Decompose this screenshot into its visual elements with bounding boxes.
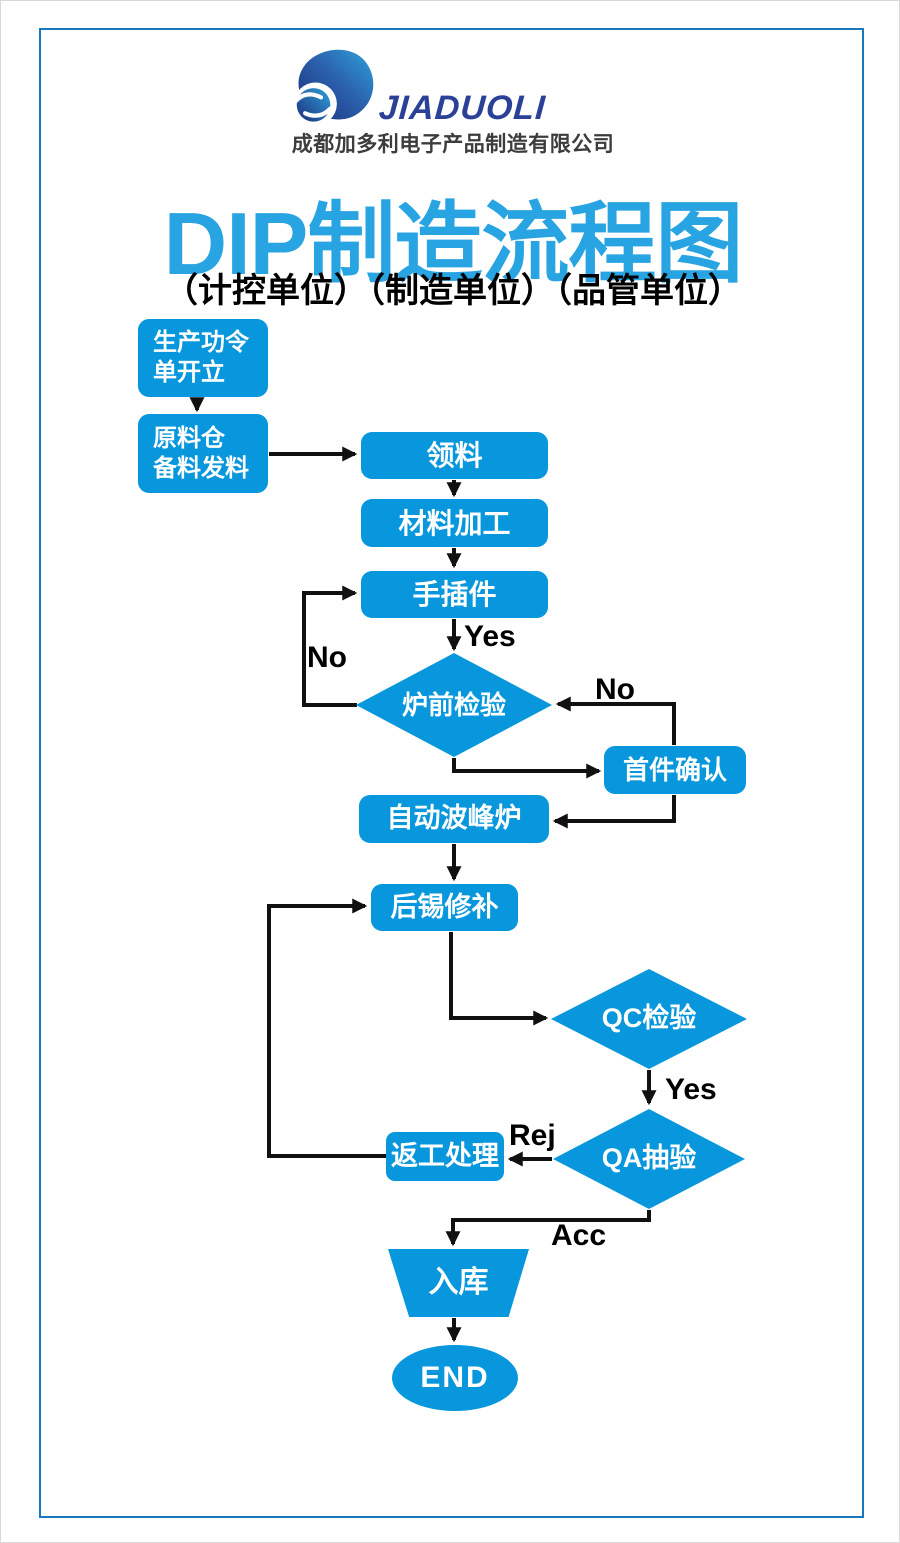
node-solder-touch-up: 后锡修补 xyxy=(371,884,518,931)
edge-label-acc: Acc xyxy=(551,1219,607,1252)
edge-label-no-left: No xyxy=(307,641,347,674)
edge-label-yes-qc: Yes xyxy=(665,1073,717,1106)
node-pick-material: 领料 xyxy=(361,432,548,479)
node-wave-solder: 自动波峰炉 xyxy=(359,795,549,843)
node-end: END xyxy=(392,1345,518,1411)
node-hand-insert: 手插件 xyxy=(361,571,548,618)
company-name: 成都加多利电子产品制造有限公司 xyxy=(291,133,615,156)
edge-label-no-first-article: No xyxy=(595,673,635,706)
page-title: DIP制造流程图 xyxy=(163,194,744,293)
node-material-processing: 材料加工 xyxy=(361,499,548,547)
edge-label-yes-hand-insert: Yes xyxy=(464,620,516,653)
node-production-order: 生产功令 单开立 xyxy=(138,319,268,397)
node-first-article-confirm: 首件确认 xyxy=(604,746,746,794)
page-subtitle: （计控单位）（制造单位）（品管单位） xyxy=(164,272,742,310)
node-rework: 返工处理 xyxy=(386,1132,504,1181)
node-material-prep: 原料仓 备料发料 xyxy=(138,414,268,493)
jiaduoli-logo-icon xyxy=(293,49,374,126)
node-warehouse-in: 入库 xyxy=(388,1249,529,1317)
edge-label-rej: Rej xyxy=(509,1119,556,1152)
